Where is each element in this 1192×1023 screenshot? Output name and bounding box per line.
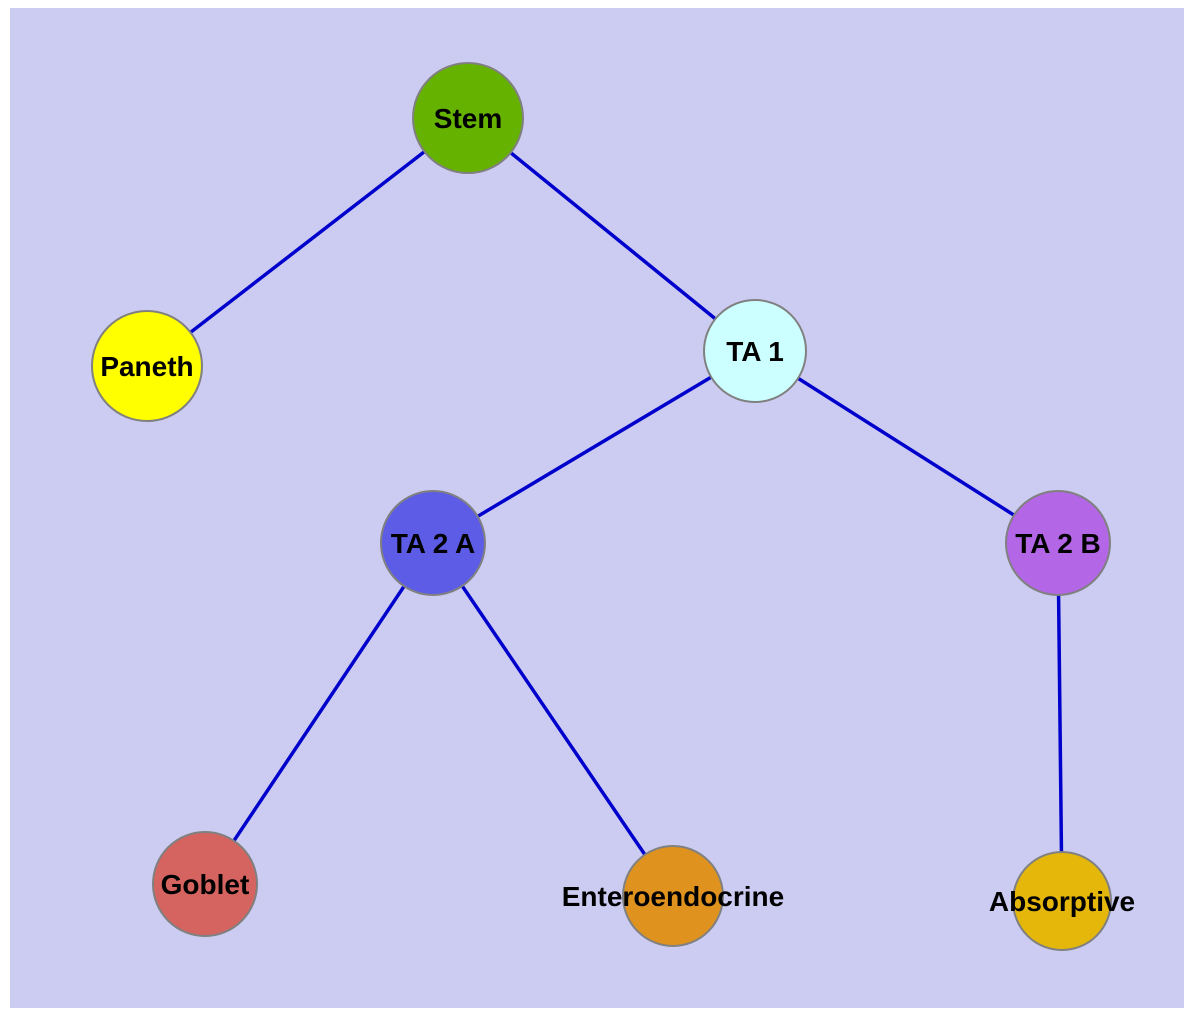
node-circle-stem[interactable] bbox=[412, 62, 524, 174]
edge-stem-ta1 bbox=[466, 116, 757, 353]
node-paneth[interactable]: Paneth bbox=[91, 310, 203, 422]
edge-stem-paneth bbox=[145, 116, 470, 368]
node-ta2b[interactable]: TA 2 B bbox=[1005, 490, 1111, 596]
edge-ta1-ta2a bbox=[432, 349, 756, 545]
node-circle-ta2b[interactable] bbox=[1005, 490, 1111, 596]
node-circle-absorptive[interactable] bbox=[1012, 851, 1112, 951]
node-circle-goblet[interactable] bbox=[152, 831, 258, 937]
edge-ta2a-goblet bbox=[203, 542, 435, 885]
node-circle-ta1[interactable] bbox=[703, 299, 807, 403]
edge-ta2b-absorptive bbox=[1056, 542, 1064, 902]
node-circle-ta2a[interactable] bbox=[380, 490, 486, 596]
node-circle-paneth[interactable] bbox=[91, 310, 203, 422]
node-stem[interactable]: Stem bbox=[412, 62, 524, 174]
edge-ta1-ta2b bbox=[754, 349, 1059, 545]
edge-ta2a-enteroendocrine bbox=[431, 542, 675, 897]
node-ta2a[interactable]: TA 2 A bbox=[380, 490, 486, 596]
node-ta1[interactable]: TA 1 bbox=[703, 299, 807, 403]
node-circle-enteroendocrine[interactable] bbox=[622, 845, 724, 947]
node-goblet[interactable]: Goblet bbox=[152, 831, 258, 937]
